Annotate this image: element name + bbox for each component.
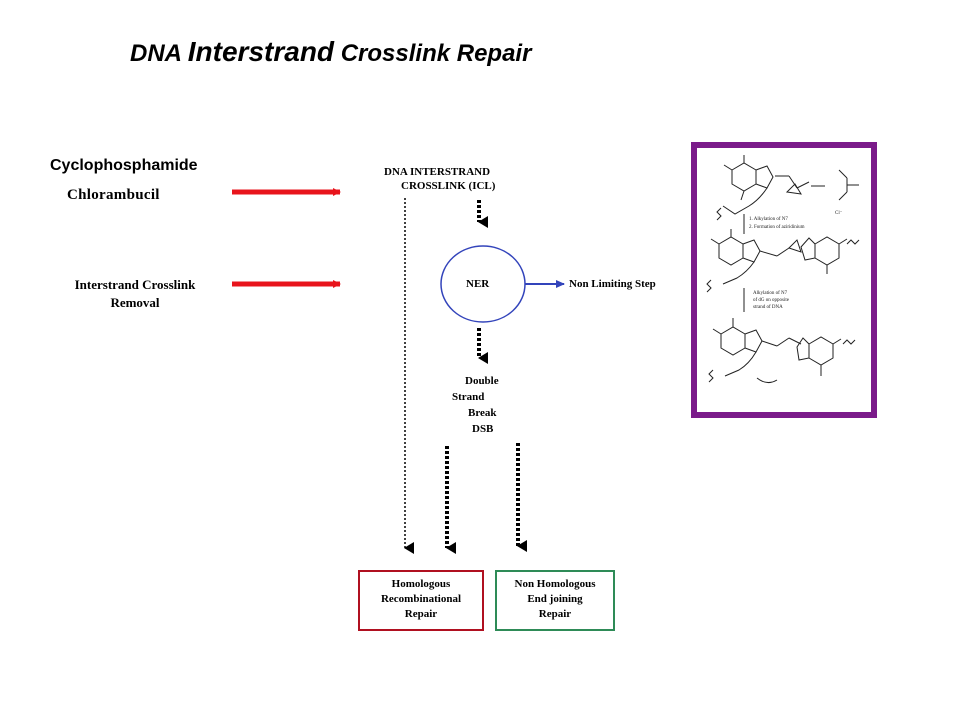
dsb-line-2: Strand [452, 391, 485, 403]
drug-chlorambucil: Chlorambucil [67, 187, 160, 203]
homologous-recombination-box: Homologous Recombinational Repair [358, 570, 484, 631]
chloride-text: Cl⁻ [835, 211, 843, 216]
icl-label-line1: DNA INTERSTRAND [384, 166, 491, 178]
nhej-line-1: Non Homologous [514, 578, 596, 590]
step3-line3: strand of DNA [753, 305, 783, 310]
mechanism-drawing: 1. Alkylation of N7 2. Formation of azir… [706, 155, 860, 384]
dsb-line-1: Double [465, 375, 499, 387]
process-label-line2: Removal [110, 295, 160, 310]
nhej-line-2: End joining [527, 593, 583, 605]
title-part-interstrand: Interstrand [187, 36, 335, 67]
title-part-crosslink-repair: Crosslink Repair [334, 40, 532, 67]
dsb-label: Double Strand Break DSB [448, 373, 518, 437]
drug-cyclophosphamide: Cyclophosphamide [50, 157, 198, 174]
hr-line-3: Repair [404, 608, 438, 620]
icl-label-line2: CROSSLINK (ICL) [401, 180, 496, 192]
slide-title: DNA Interstrand Crosslink Repair [130, 36, 531, 68]
dsb-line-3: Break [468, 407, 497, 419]
step3-line1: Alkylation of N7 [753, 291, 788, 296]
step3-line2: of dG on opposite [753, 298, 790, 303]
step1-text: 1. Alkylation of N7 [749, 217, 788, 222]
dsb-line-4: DSB [472, 423, 494, 435]
step2-text: 2. Formation of aziridinium [749, 225, 805, 230]
process-label: Interstrand Crosslink Removal [40, 276, 230, 312]
process-label-line1: Interstrand Crosslink [74, 277, 196, 292]
non-homologous-end-joining-box: Non Homologous End joining Repair [495, 570, 615, 631]
non-limiting-step-label: Non Limiting Step [569, 278, 656, 290]
ner-label: NER [466, 278, 490, 290]
crosslink-mechanism-figure: 1. Alkylation of N7 2. Formation of azir… [691, 142, 877, 418]
nhej-line-3: Repair [538, 608, 572, 620]
hr-line-2: Recombinational [380, 593, 462, 605]
title-part-dna: DNA [130, 40, 188, 67]
hr-line-1: Homologous [391, 578, 451, 590]
